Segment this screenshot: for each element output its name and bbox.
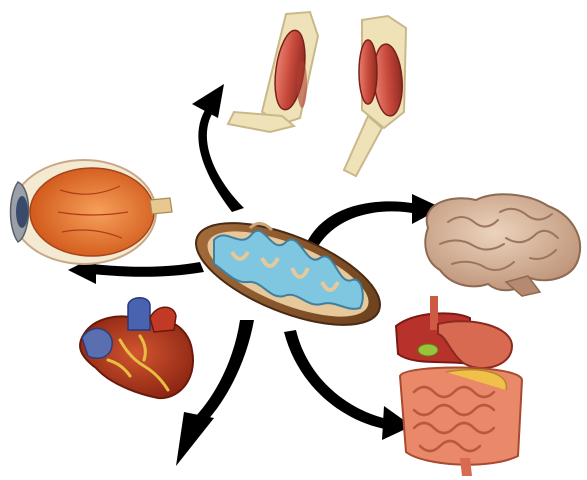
arrow-to-arm-muscles [192, 84, 244, 212]
eye-icon [11, 160, 173, 264]
digestive-system-icon [396, 296, 522, 476]
heart-icon [80, 298, 193, 398]
arrow-to-brain [306, 194, 442, 250]
mitochondrion-icon [183, 202, 393, 346]
muscle-arm-icon [228, 12, 406, 176]
brain-icon [425, 194, 580, 296]
arrow-to-digestive-system [284, 330, 412, 440]
